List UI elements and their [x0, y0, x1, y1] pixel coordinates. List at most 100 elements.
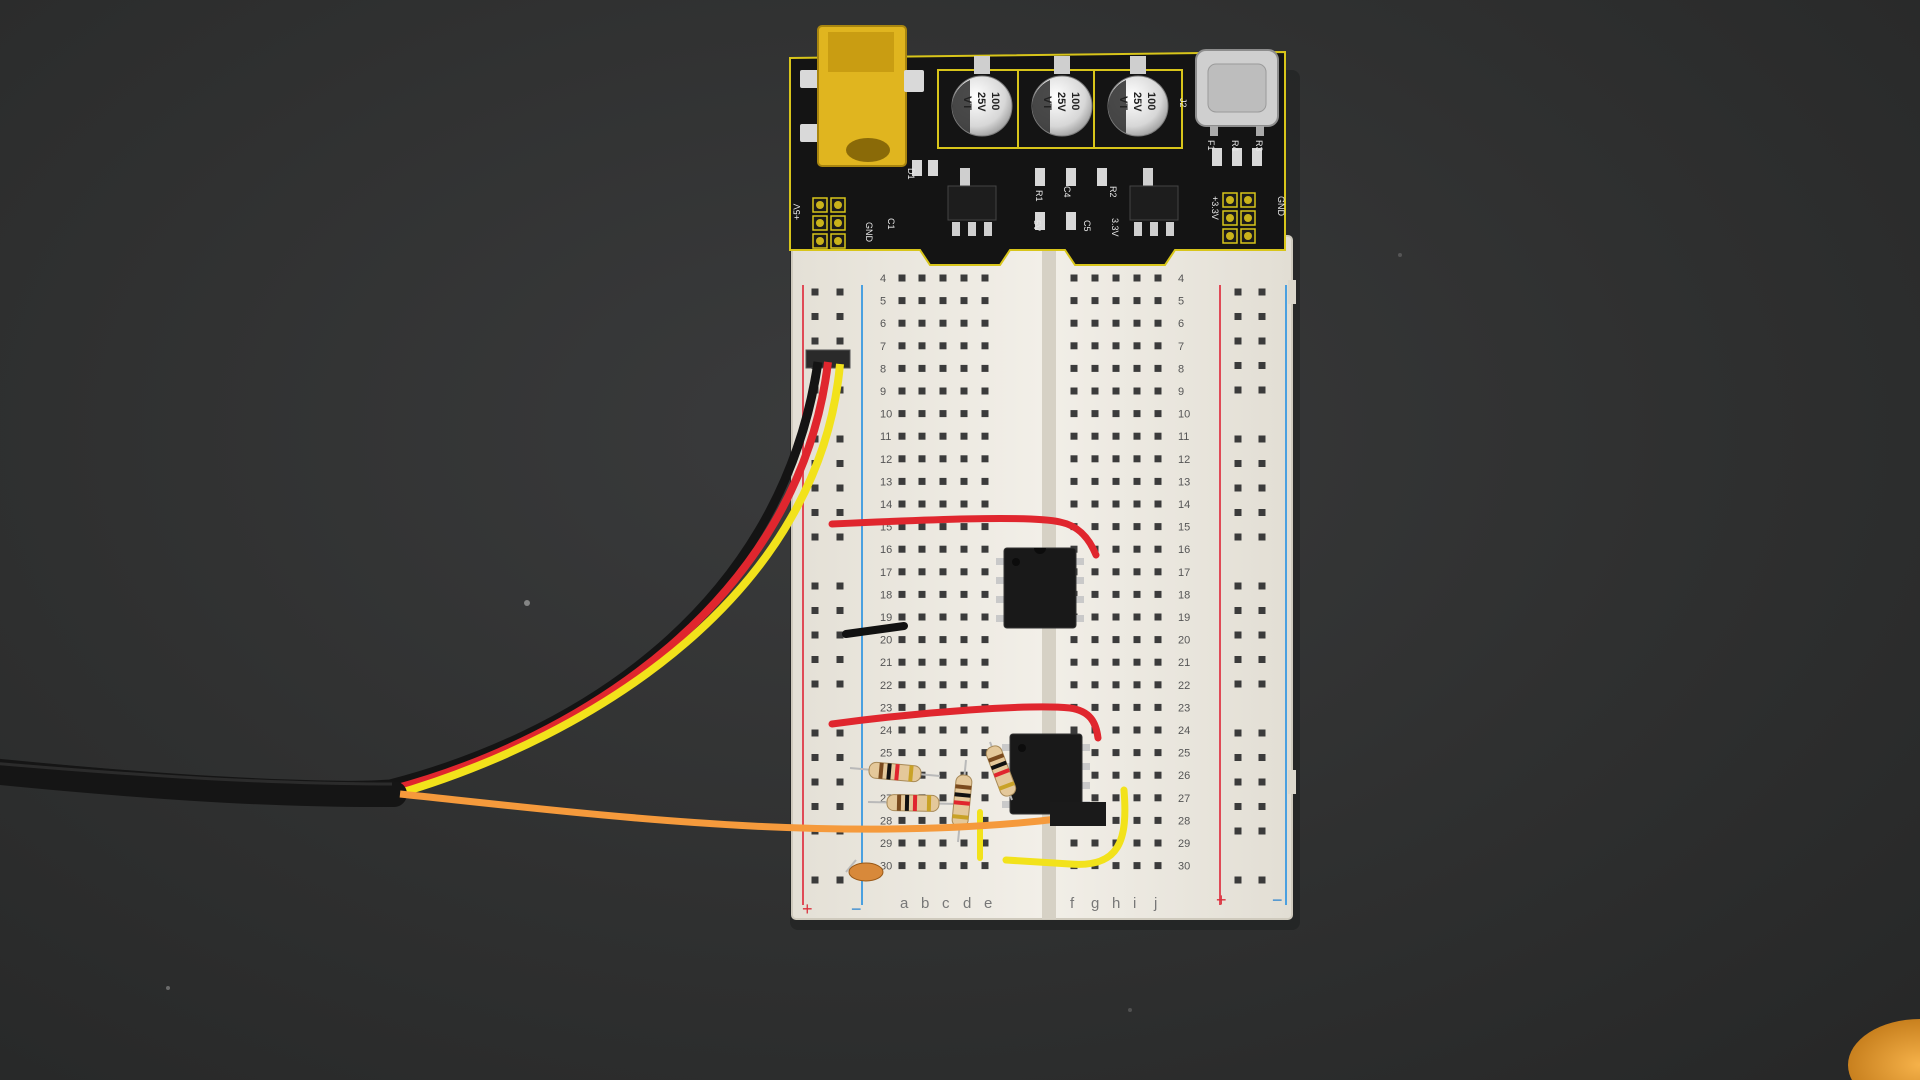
column-letter: h	[1112, 895, 1120, 912]
ic-pin	[996, 558, 1005, 565]
hole	[1154, 274, 1162, 282]
rail-hole	[1258, 533, 1266, 541]
row-numbers-right: 4567891011121314151617181920212223242526…	[1178, 273, 1190, 873]
column-letter: b	[921, 895, 929, 912]
hole	[960, 523, 968, 531]
hole	[1133, 590, 1141, 598]
hole	[918, 477, 926, 485]
resistor-band	[878, 762, 884, 779]
yellow-jumper	[1002, 786, 1129, 868]
hole	[981, 726, 989, 734]
rail-hole	[811, 876, 819, 884]
hole	[939, 274, 947, 282]
resistor-band	[954, 792, 971, 798]
row-number: 11	[1178, 431, 1189, 443]
rail-hole	[1258, 803, 1266, 810]
header-pin-hole	[816, 237, 824, 245]
hole	[1112, 297, 1120, 305]
row-number: 19	[880, 612, 892, 624]
red-wire	[0, 361, 832, 796]
rail-hole	[1234, 435, 1242, 443]
silk-c4: C4	[1062, 186, 1072, 198]
row-number: 23	[1178, 702, 1190, 714]
hole	[898, 816, 906, 824]
hole	[939, 387, 947, 395]
hole	[1154, 568, 1162, 576]
hole	[981, 432, 989, 440]
hole	[1091, 523, 1099, 531]
rail-hole	[836, 778, 844, 786]
hole	[1112, 432, 1120, 440]
row-number: 21	[1178, 657, 1190, 669]
hole	[1154, 342, 1162, 350]
hole	[918, 839, 926, 847]
capacitor-tag: VT	[1117, 96, 1129, 110]
hole	[1091, 568, 1099, 576]
hole	[1133, 523, 1141, 531]
hole	[960, 364, 968, 372]
hole	[1091, 771, 1099, 779]
row-number: 11	[880, 431, 891, 443]
silk-j2: J2	[1178, 98, 1188, 108]
hole	[1112, 590, 1120, 598]
hole	[1112, 703, 1120, 711]
silk-f1: F1	[1206, 140, 1216, 151]
hole	[1070, 636, 1078, 644]
row-number: 7	[1178, 341, 1184, 353]
hole	[939, 794, 947, 802]
hole	[1112, 455, 1120, 463]
rail-hole	[1258, 827, 1266, 835]
hole	[1112, 319, 1120, 327]
resistor-band	[886, 763, 892, 780]
rail-hole	[1258, 484, 1266, 492]
hole	[918, 726, 926, 734]
rail-hole	[1234, 386, 1242, 394]
hole	[981, 771, 989, 779]
hole	[1112, 523, 1120, 531]
rail-hole	[1258, 362, 1266, 369]
hole	[1154, 500, 1162, 508]
rail-hole	[836, 288, 844, 296]
hole	[1112, 794, 1120, 802]
hole	[981, 681, 989, 689]
row-number: 24	[1178, 725, 1190, 737]
resistor-band	[955, 784, 972, 790]
ic-pin	[1002, 744, 1011, 751]
hole	[1133, 364, 1141, 372]
row-number: 19	[1178, 612, 1190, 624]
row-number: 13	[1178, 476, 1190, 488]
column-letter: g	[1091, 895, 1099, 912]
hole	[1154, 658, 1162, 666]
row-number: 28	[1178, 815, 1190, 827]
header-pin-hole	[834, 201, 842, 209]
hole	[1070, 274, 1078, 282]
jumper-wires	[828, 515, 1129, 868]
header-pin-hole	[1244, 214, 1252, 222]
hole	[939, 455, 947, 463]
rail-hole	[836, 313, 844, 320]
voltage-regulator-5v	[947, 168, 997, 236]
silk-d1: D1	[906, 168, 916, 180]
column-letter: a	[900, 895, 909, 912]
hole	[939, 681, 947, 689]
rail-hole	[1234, 656, 1242, 663]
silk-gnd-right: GND	[1276, 196, 1286, 217]
rail-hole	[1234, 827, 1242, 835]
hole	[918, 749, 926, 757]
hole	[1154, 636, 1162, 644]
hole	[918, 455, 926, 463]
header-pin-hole	[816, 201, 824, 209]
hole	[1070, 455, 1078, 463]
silk-r3: R3	[1254, 140, 1264, 152]
hole	[1070, 387, 1078, 395]
rail-hole	[811, 631, 819, 639]
row-number: 13	[880, 476, 892, 488]
hole	[939, 658, 947, 666]
capacitor-voltage: 25V	[1055, 92, 1067, 112]
hole	[981, 839, 989, 847]
hole-grid	[811, 274, 1266, 884]
row-number: 29	[1178, 838, 1190, 850]
rail-hole	[1258, 313, 1266, 320]
hole	[898, 319, 906, 327]
row-number: 30	[880, 861, 892, 873]
